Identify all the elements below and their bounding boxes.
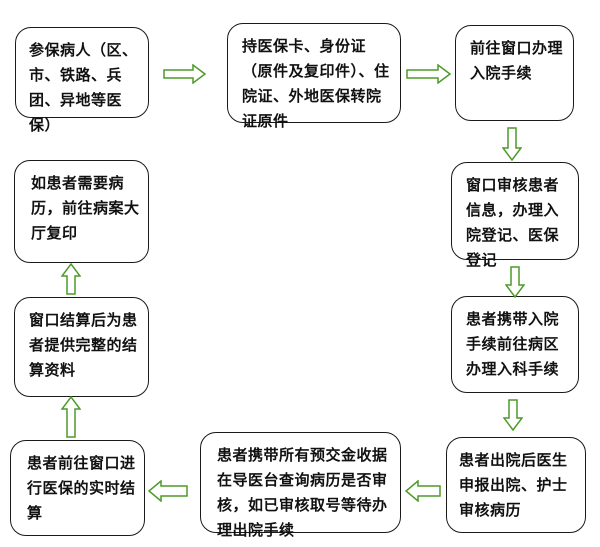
step-1-insured-patient: 参保病人（区、市、铁路、兵团、异地等医保） — [15, 27, 149, 134]
arrow-down-2 — [505, 266, 525, 298]
step-7-check-records: 患者携带所有预交金收据在导医台查询病历是否审核，如已审核取号等待办理出院手续 — [200, 432, 401, 539]
step-2-text: 持医保卡、身份证（原件及复印件）、住院证、外地医保转院证原件 — [242, 37, 390, 130]
step-4-text: 窗口审核患者信息，办理入院登记、医保登记 — [466, 176, 560, 269]
arrow-left-1 — [405, 480, 441, 502]
arrow-up-1 — [61, 396, 81, 438]
step-5-text: 患者携带入院手续前往病区办理入科手续 — [466, 310, 560, 378]
step-10-copy-records: 如患者需要病历，前往病案大厅复印 — [14, 160, 149, 263]
step-5-ward-admission: 患者携带入院手续前往病区办理入科手续 — [451, 296, 579, 393]
step-10-text: 如患者需要病历，前往病案大厅复印 — [31, 174, 140, 242]
arrow-right-1 — [163, 64, 207, 84]
step-4-window-review: 窗口审核患者信息，办理入院登记、医保登记 — [451, 162, 579, 269]
arrow-right-2 — [406, 64, 452, 84]
step-8-text: 患者前往窗口进行医保的实时结算 — [27, 454, 136, 522]
step-8-settlement: 患者前往窗口进行医保的实时结算 — [10, 440, 145, 536]
arrow-up-2 — [61, 263, 81, 295]
arrow-down-1 — [502, 127, 522, 161]
step-1-text: 参保病人（区、市、铁路、兵团、异地等医保） — [29, 41, 138, 134]
arrow-left-2 — [148, 480, 188, 502]
step-9-settlement-documents: 窗口结算后为患者提供完整的结算资料 — [14, 297, 149, 397]
step-6-text: 患者出院后医生申报出院、护士审核病历 — [459, 451, 568, 519]
step-3-text: 前往窗口办理入院手续 — [470, 39, 564, 82]
step-6-discharge-report: 患者出院后医生申报出院、护士审核病历 — [446, 437, 586, 533]
step-3-go-to-window: 前往窗口办理入院手续 — [455, 25, 574, 121]
arrow-down-3 — [503, 399, 523, 431]
step-9-text: 窗口结算后为患者提供完整的结算资料 — [29, 311, 138, 379]
step-7-text: 患者携带所有预交金收据在导医台查询病历是否审核，如已审核取号等待办理出院手续 — [217, 446, 388, 539]
step-2-bring-documents: 持医保卡、身份证（原件及复印件）、住院证、外地医保转院证原件 — [227, 23, 401, 130]
